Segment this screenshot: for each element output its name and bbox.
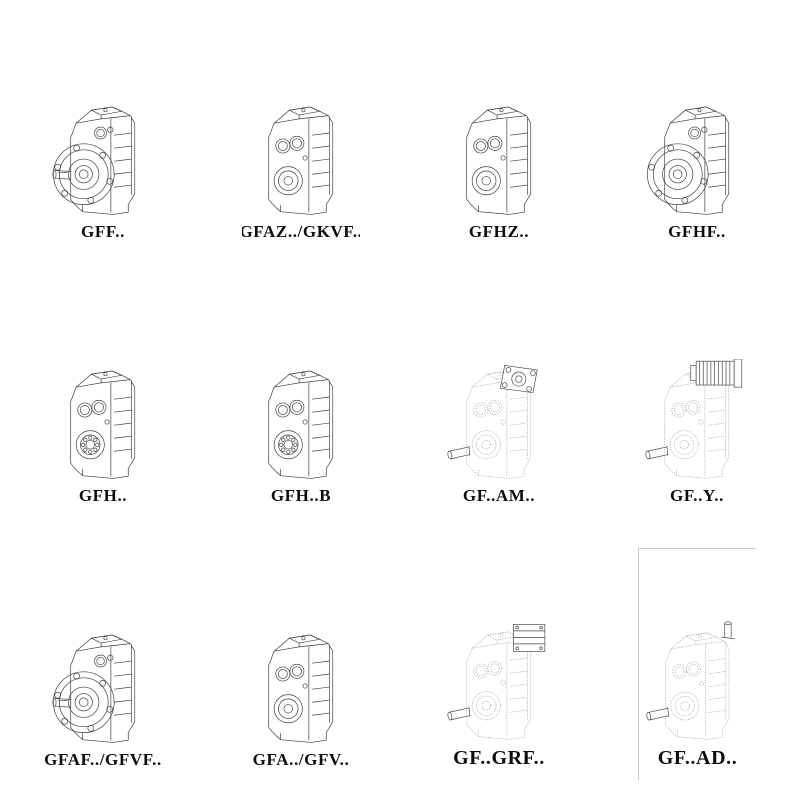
model-label: GFH..B — [270, 486, 332, 505]
gearbox-drawing-flange-shaft — [49, 623, 158, 748]
cell-gfh-b: GFH..B — [242, 284, 360, 516]
cell-gfhz: GFHZ.. — [440, 20, 558, 252]
cell-gfh: GFH.. — [44, 284, 162, 516]
model-label: GFF.. — [81, 222, 125, 241]
cell-gfaz-gkvf: GFAZ../GKVF.. — [242, 20, 360, 252]
gearbox-drawing-plain — [247, 95, 356, 220]
gearbox-drawing-input-adapter — [644, 621, 752, 745]
cell-gfa-gfv: GFA../GFV.. — [242, 548, 360, 780]
gearbox-drawing-plain — [247, 623, 356, 748]
cell-gfhf: GFHF.. — [638, 20, 756, 252]
gearbox-drawing-with-motor — [643, 359, 752, 484]
cell-gf-y: GF..Y.. — [638, 284, 756, 516]
model-label: GF..Y.. — [670, 486, 724, 505]
model-label: GF..AD.. — [657, 747, 738, 769]
model-label: GFAF../GFVF.. — [44, 750, 162, 769]
cell-gf-am: GF..AM.. — [440, 284, 558, 516]
gearbox-drawing-hollow — [445, 95, 554, 220]
gearbox-drawing-adapter-block — [445, 620, 554, 745]
model-label: GFHZ.. — [468, 222, 530, 241]
gearbox-drawing-flange-shaft — [49, 95, 158, 220]
model-label: GFAZ../GKVF.. — [242, 222, 360, 241]
gearbox-drawing-motor-adapter — [445, 359, 554, 484]
model-label: GF..AM.. — [462, 486, 536, 505]
model-label: GF..GRF.. — [453, 747, 545, 769]
gearbox-drawing-bearing — [247, 359, 356, 484]
cell-gff: GFF.. — [44, 20, 162, 252]
cell-gf-ad: GF..AD.. — [638, 548, 756, 780]
cell-gf-grf: GF..GRF.. — [440, 548, 558, 780]
cell-gfaf-gfvf: GFAF../GFVF.. — [44, 548, 162, 780]
model-label: GFA../GFV.. — [252, 750, 350, 769]
model-label: GFH.. — [78, 486, 128, 505]
model-label: GFHF.. — [668, 222, 726, 241]
gearbox-drawing-flange — [643, 95, 752, 220]
gearbox-drawing-bearing — [49, 359, 158, 484]
